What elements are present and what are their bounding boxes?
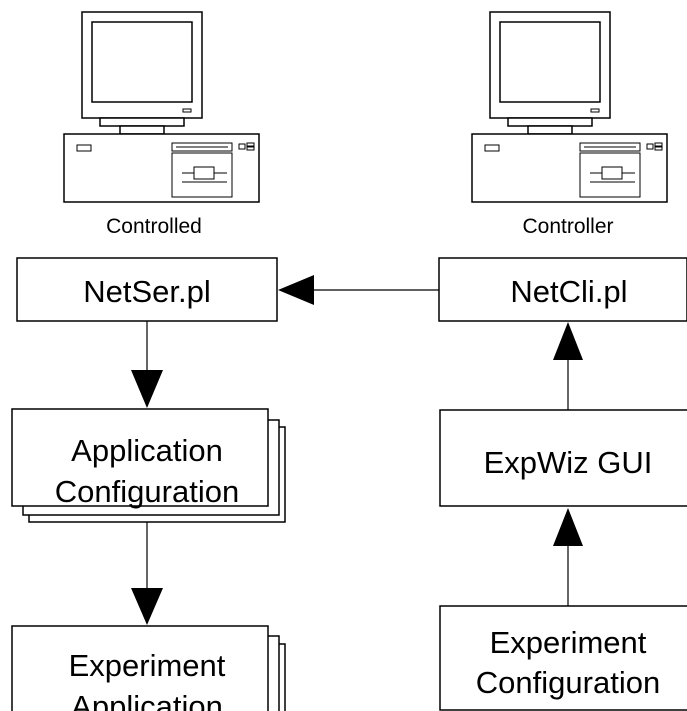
netcli-label: NetCli.pl bbox=[510, 274, 627, 309]
arrow-appconfig-to-expapp bbox=[131, 522, 163, 625]
controller-label: Controller bbox=[522, 215, 613, 238]
controlled-label: Controlled bbox=[106, 215, 202, 238]
exp-config-label-line2: Configuration bbox=[476, 665, 660, 700]
arrow-expconfig-to-expwiz bbox=[553, 508, 583, 606]
netser-box: NetSer.pl bbox=[16, 257, 278, 322]
arrow-expwiz-to-netcli bbox=[553, 322, 583, 410]
netser-label: NetSer.pl bbox=[83, 274, 211, 309]
app-config-label-line2: Configuration bbox=[55, 474, 239, 509]
expwiz-box: ExpWiz GUI bbox=[439, 409, 687, 507]
exp-config-label-line1: Experiment bbox=[490, 625, 647, 660]
arrow-netser-to-appconfig bbox=[131, 321, 163, 408]
expwiz-label: ExpWiz GUI bbox=[484, 445, 653, 480]
exp-app-label-line2: Application bbox=[71, 689, 223, 711]
exp-app-label-line1: Experiment bbox=[69, 648, 226, 683]
app-config-stack: Application Configuration bbox=[11, 408, 286, 523]
exp-config-box: Experiment Configuration bbox=[439, 605, 687, 711]
app-config-label-line1: Application bbox=[71, 433, 223, 468]
exp-app-stack: Experiment Application bbox=[11, 625, 286, 711]
computer-icon bbox=[63, 11, 260, 203]
arrow-netcli-to-netser bbox=[278, 275, 439, 305]
computer-icon bbox=[471, 11, 668, 203]
netcli-box: NetCli.pl bbox=[438, 257, 687, 322]
